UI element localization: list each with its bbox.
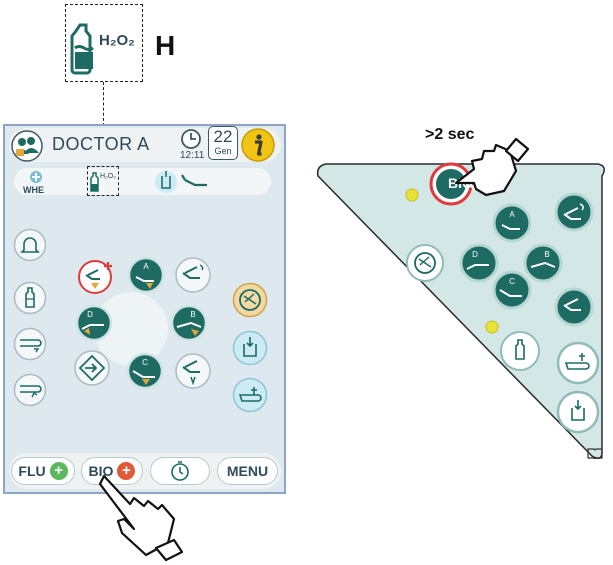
svg-text:D: D bbox=[87, 310, 93, 319]
stopwatch-icon bbox=[171, 461, 189, 481]
memory-c-button[interactable]: C bbox=[125, 351, 165, 391]
status-toolbar bbox=[14, 168, 271, 195]
keypad-memory-a-button[interactable]: A bbox=[492, 203, 532, 243]
svg-text:C: C bbox=[509, 277, 515, 286]
keypad-memory-b-button[interactable]: B bbox=[523, 243, 563, 283]
hold-duration-label: >2 sec bbox=[425, 126, 475, 143]
h2o2-small-icon: H₂O₂ bbox=[90, 172, 116, 192]
water-pass-button[interactable] bbox=[72, 348, 112, 388]
bell-button[interactable] bbox=[13, 228, 47, 262]
svg-text:A: A bbox=[509, 210, 515, 219]
yellow-led-indicator-2 bbox=[485, 320, 499, 334]
keypad-hand-pointer-icon bbox=[454, 137, 530, 197]
keypad-memory-d-button[interactable]: D bbox=[459, 243, 499, 283]
menu-label: MENU bbox=[226, 463, 269, 479]
svg-text:C: C bbox=[142, 358, 148, 367]
date-display: 22 Gen bbox=[208, 126, 238, 160]
bio-button[interactable]: BIO + bbox=[81, 457, 143, 485]
rinse-position-button[interactable] bbox=[173, 255, 213, 295]
memory-b-button[interactable]: B bbox=[169, 303, 209, 343]
whe-label[interactable]: WHE bbox=[23, 185, 44, 195]
lamp-button[interactable] bbox=[232, 282, 268, 318]
menu-button[interactable]: MENU bbox=[217, 457, 278, 485]
memory-d-button[interactable]: D bbox=[74, 303, 114, 343]
keypad-memory-c-button[interactable]: C bbox=[492, 270, 532, 310]
keypad-bottle-button[interactable] bbox=[499, 330, 541, 372]
svg-text:B: B bbox=[544, 250, 549, 259]
center-circle bbox=[94, 292, 168, 366]
keypad-lamp-button[interactable] bbox=[405, 243, 445, 283]
doctor-name: DOCTOR A bbox=[52, 134, 150, 154]
svg-text:A: A bbox=[143, 262, 149, 271]
hand-pointer-icon bbox=[98, 474, 184, 562]
keypad-cup-fill-button[interactable] bbox=[556, 390, 600, 434]
clock-icon bbox=[181, 129, 201, 149]
callout-label: H bbox=[155, 30, 176, 61]
keypad-rinse-position-button[interactable] bbox=[554, 192, 594, 232]
cup-fill-button[interactable] bbox=[232, 330, 268, 366]
keypad-bowl-rinse-button[interactable] bbox=[556, 341, 600, 385]
info-icon[interactable] bbox=[240, 127, 276, 163]
svg-text:D: D bbox=[472, 250, 478, 259]
doctor-avatar-icon[interactable] bbox=[10, 129, 44, 163]
yellow-led-indicator bbox=[405, 188, 419, 202]
keypad-last-position-button[interactable] bbox=[554, 287, 594, 327]
month-label: Gen bbox=[214, 146, 232, 156]
last-position-button[interactable] bbox=[173, 351, 213, 391]
day-number: 22 bbox=[213, 127, 233, 146]
flu-button[interactable]: FLU + bbox=[11, 457, 75, 485]
h2o2-callout-box: H₂O₂ bbox=[65, 4, 143, 82]
h2o2-status-box[interactable]: H₂O₂ bbox=[87, 166, 119, 196]
svg-text:B: B bbox=[190, 310, 195, 319]
tray-forward-button[interactable] bbox=[13, 373, 47, 407]
flu-label: FLU bbox=[18, 463, 46, 479]
timer-button[interactable] bbox=[150, 457, 210, 485]
h2o2-text: H₂O₂ bbox=[99, 32, 135, 49]
cup-chair-status-icon bbox=[155, 171, 207, 193]
bowl-rinse-button[interactable] bbox=[232, 377, 268, 413]
svg-text:H₂O₂: H₂O₂ bbox=[100, 173, 116, 180]
bottle-button[interactable] bbox=[13, 281, 47, 315]
memory-a-button[interactable]: A bbox=[126, 255, 166, 295]
return-position-button[interactable] bbox=[74, 257, 120, 297]
green-plus-icon: + bbox=[49, 462, 68, 480]
time-display: 12:11 bbox=[180, 150, 205, 161]
book-icon bbox=[587, 448, 603, 459]
plus-icon bbox=[30, 171, 42, 183]
h2o2-bottle-icon: H₂O₂ bbox=[70, 23, 135, 75]
bio-label: BIO bbox=[88, 463, 114, 479]
red-plus-icon: + bbox=[117, 462, 136, 480]
tray-return-button[interactable] bbox=[13, 327, 47, 361]
